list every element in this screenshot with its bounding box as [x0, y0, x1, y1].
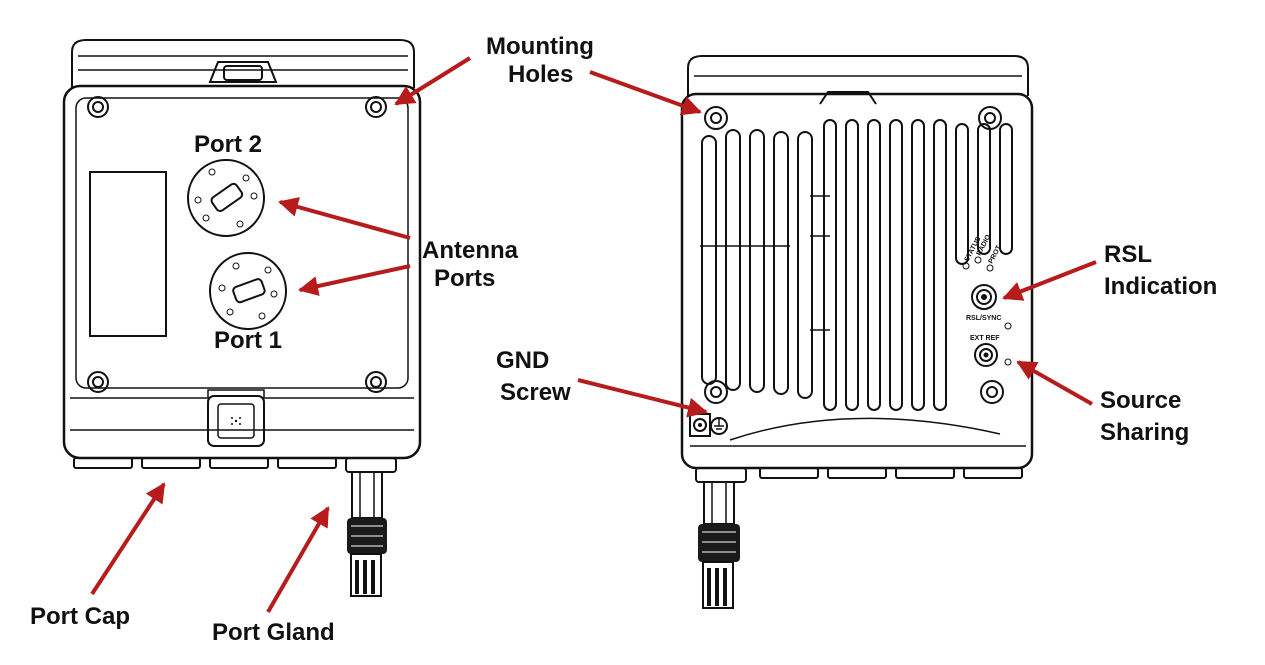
port-cap	[73, 457, 337, 469]
mounting-hole	[978, 106, 1002, 130]
port-gland	[695, 467, 747, 609]
arrow-port-gland	[266, 506, 330, 613]
rear-view-device: STATUS RADIO PROT RSL/SYNC EXT REF	[680, 55, 1034, 609]
arrow-gnd-screw	[577, 378, 708, 418]
antenna-ports-label-line2: Ports	[434, 265, 495, 292]
front-view-device	[62, 39, 422, 597]
arrow-antenna-port-2	[278, 197, 411, 240]
antenna-ports-label-line1: Antenna	[422, 237, 519, 264]
mounting-hole	[365, 371, 387, 393]
mounting-hole	[87, 371, 109, 393]
arrow-port-cap	[90, 482, 166, 596]
rsl-label-line2: Indication	[1104, 273, 1217, 300]
arrow-antenna-port-1	[298, 264, 411, 296]
gnd-label-line1: GND	[496, 347, 549, 374]
mounting-holes-label-line2: Holes	[508, 61, 573, 88]
mounting-hole	[704, 380, 728, 404]
ext-ref-connector	[974, 343, 998, 367]
port-2-label: Port 2	[194, 131, 262, 158]
rsl-sync-connector	[971, 284, 997, 310]
arrow-rsl-indication	[1002, 260, 1097, 301]
ext-ref-label: EXT REF	[970, 335, 1000, 342]
port-cap-label: Port Cap	[30, 603, 130, 630]
status-led-indicators: STATUS RADIO PROT	[962, 233, 1003, 272]
ground-symbol-icon	[710, 417, 728, 435]
speaker-grille-icon	[207, 395, 265, 447]
mounting-hole	[87, 96, 109, 118]
source-sharing-label-line1: Source	[1100, 387, 1181, 414]
arrow-source-sharing	[1016, 360, 1093, 406]
callout-arrows	[90, 56, 1097, 613]
antenna-port-2	[187, 159, 265, 237]
mounting-holes-label-line1: Mounting	[486, 33, 594, 60]
arrow-mounting-holes-front	[394, 56, 472, 106]
mounting-hole	[365, 96, 387, 118]
port-gland-label: Port Gland	[212, 619, 335, 646]
callout-labels: Mounting Holes Port 2 Port 1 Antenna Por…	[30, 33, 1217, 646]
mounting-hole	[704, 106, 728, 130]
port-gland	[345, 457, 397, 597]
gnd-label-line2: Screw	[500, 379, 571, 406]
antenna-port-1	[209, 252, 287, 330]
port-1-label: Port 1	[214, 327, 282, 354]
gnd-screw	[689, 413, 711, 437]
rsl-label-line1: RSL	[1104, 241, 1152, 268]
source-sharing-label-line2: Sharing	[1100, 419, 1189, 446]
port-cap	[759, 467, 1023, 479]
rsl-sync-label: RSL/SYNC	[966, 315, 1001, 322]
mounting-hole	[980, 380, 1004, 404]
heat-sink-fins	[700, 119, 1013, 411]
arrow-mounting-holes-rear	[589, 70, 702, 116]
